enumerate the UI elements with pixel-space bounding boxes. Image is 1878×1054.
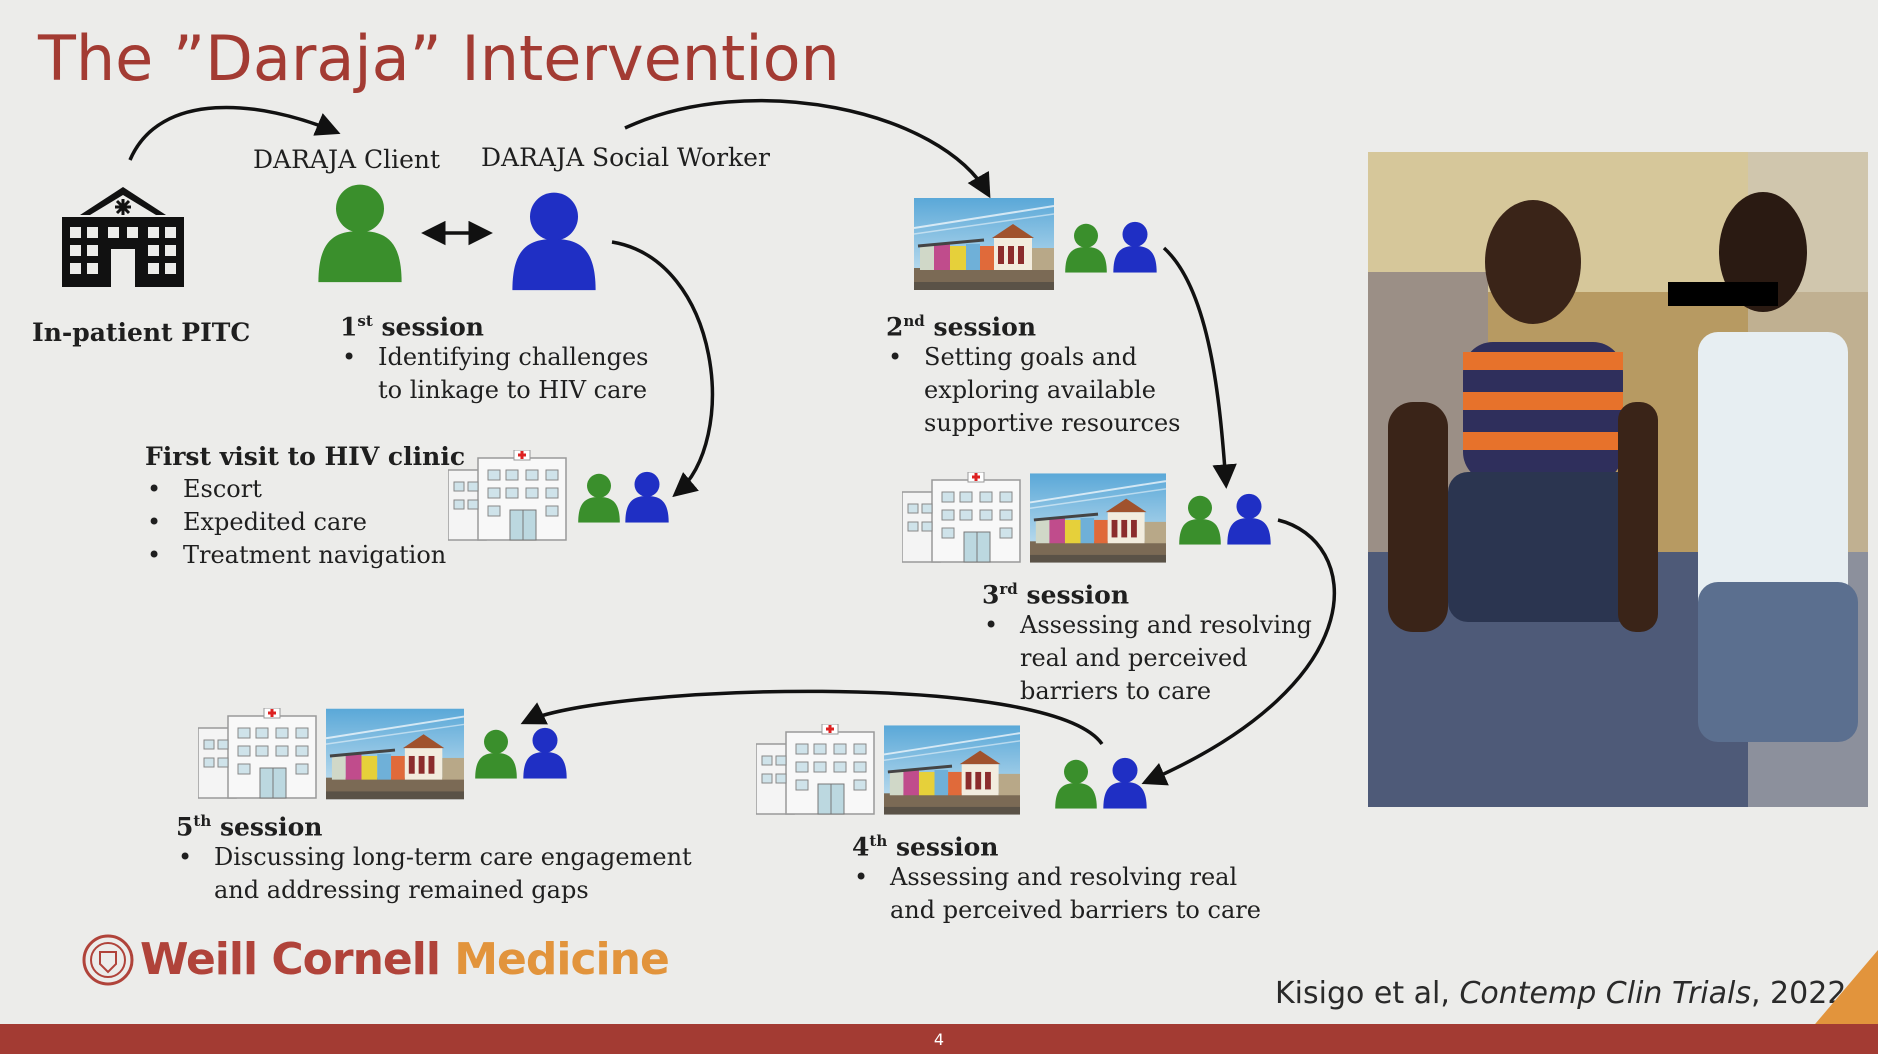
hospital-icon [62, 187, 184, 287]
session-1-label: 1st session [340, 312, 484, 342]
first-visit-bullet: Escort [145, 473, 465, 506]
session-5-bullets: Discussing long-term care engagement and… [176, 841, 696, 907]
first-visit-bullets: Escort Expedited care Treatment navigati… [145, 473, 465, 572]
citation: Kisigo et al, Contemp Clin Trials, 2022 [1275, 976, 1846, 1011]
corner-accent [1810, 950, 1878, 1030]
session-3-bullets: Assessing and resolving real and perceiv… [982, 609, 1322, 708]
session-4-label: 4th session [852, 832, 999, 862]
first-visit-bullet: Treatment navigation [145, 539, 465, 572]
clinic-building-icon [756, 724, 876, 816]
session-3-bullet: Assessing and resolving real and perceiv… [982, 609, 1322, 708]
page-number: 4 [933, 1030, 945, 1049]
logo-word-medicine: Medicine [454, 934, 670, 985]
client-role-label: DARAJA Client [253, 145, 441, 174]
arrow-2nd-to-3rd [1162, 246, 1237, 489]
session-1-bullets: Identifying challenges to linkage to HIV… [340, 341, 660, 407]
client-person-icon [1062, 220, 1110, 274]
social-worker-role-label: DARAJA Social Worker [481, 143, 770, 172]
arrow-worker-to-first-visit [611, 240, 714, 498]
arrow-4th-to-5th [520, 689, 1104, 746]
community-houses-icon [884, 724, 1020, 816]
arrow-worker-to-2nd [624, 98, 991, 199]
citation-journal: Contemp Clin Trials [1459, 976, 1751, 1011]
session-2: 2nd session Setting goals and exploring … [886, 312, 1186, 440]
session-1: 1st session Identifying challenges to li… [340, 312, 660, 407]
pitc-label: In-patient PITC [32, 318, 251, 347]
social-worker-person-icon [506, 186, 602, 292]
social-worker-person-icon [520, 724, 570, 780]
social-worker-person-icon [1100, 754, 1150, 810]
arrow-pitc-to-client [128, 105, 341, 161]
community-houses-icon [326, 708, 464, 800]
session-4-bullet: Assessing and resolving real and perceiv… [852, 861, 1272, 927]
session-5-bullet: Discussing long-term care engagement and… [176, 841, 696, 907]
footer-bar [0, 1024, 1878, 1054]
client-person-icon [1176, 492, 1224, 546]
social-worker-person-icon [1110, 218, 1160, 274]
clinic-building-icon [198, 708, 318, 800]
community-houses-icon [1030, 472, 1166, 564]
arrow-3rd-to-4th [1141, 518, 1337, 786]
slide-title: The ”Daraja” Intervention [38, 22, 840, 95]
social-worker-person-icon [1224, 490, 1274, 546]
session-2-bullet: Setting goals and exploring available su… [886, 341, 1186, 440]
first-visit-bullet: Expedited care [145, 506, 465, 539]
session-2-label: 2nd session [886, 312, 1036, 342]
session-4: 4th session Assessing and resolving real… [852, 832, 1272, 927]
logo-word-weill-cornell: Weill Cornell [140, 934, 441, 985]
community-houses-icon [914, 198, 1054, 290]
first-visit: First visit to HIV clinic Escort Expedit… [145, 442, 465, 572]
weill-cornell-logo: Weill Cornell Medicine [140, 934, 670, 985]
clinic-building-icon [448, 450, 568, 542]
session-5-label: 5th session [176, 812, 323, 842]
clinic-building-icon [902, 472, 1022, 564]
social-worker-person-icon [622, 468, 672, 524]
citation-authors: Kisigo et al, [1275, 976, 1460, 1011]
client-person-icon [1052, 756, 1100, 810]
cornell-seal-icon [82, 934, 134, 986]
first-visit-label: First visit to HIV clinic [145, 442, 466, 471]
session-2-bullets: Setting goals and exploring available su… [886, 341, 1186, 440]
citation-year: , 2022 [1750, 976, 1847, 1011]
session-1-bullet: Identifying challenges to linkage to HIV… [340, 341, 660, 407]
session-3: 3rd session Assessing and resolving real… [982, 580, 1322, 708]
photo-client-and-social-worker [1368, 152, 1868, 807]
client-person-icon [312, 178, 408, 284]
session-4-bullets: Assessing and resolving real and perceiv… [852, 861, 1272, 927]
client-person-icon [472, 726, 520, 780]
client-person-icon [575, 470, 623, 524]
session-3-label: 3rd session [982, 580, 1129, 610]
session-5: 5th session Discussing long-term care en… [176, 812, 696, 907]
